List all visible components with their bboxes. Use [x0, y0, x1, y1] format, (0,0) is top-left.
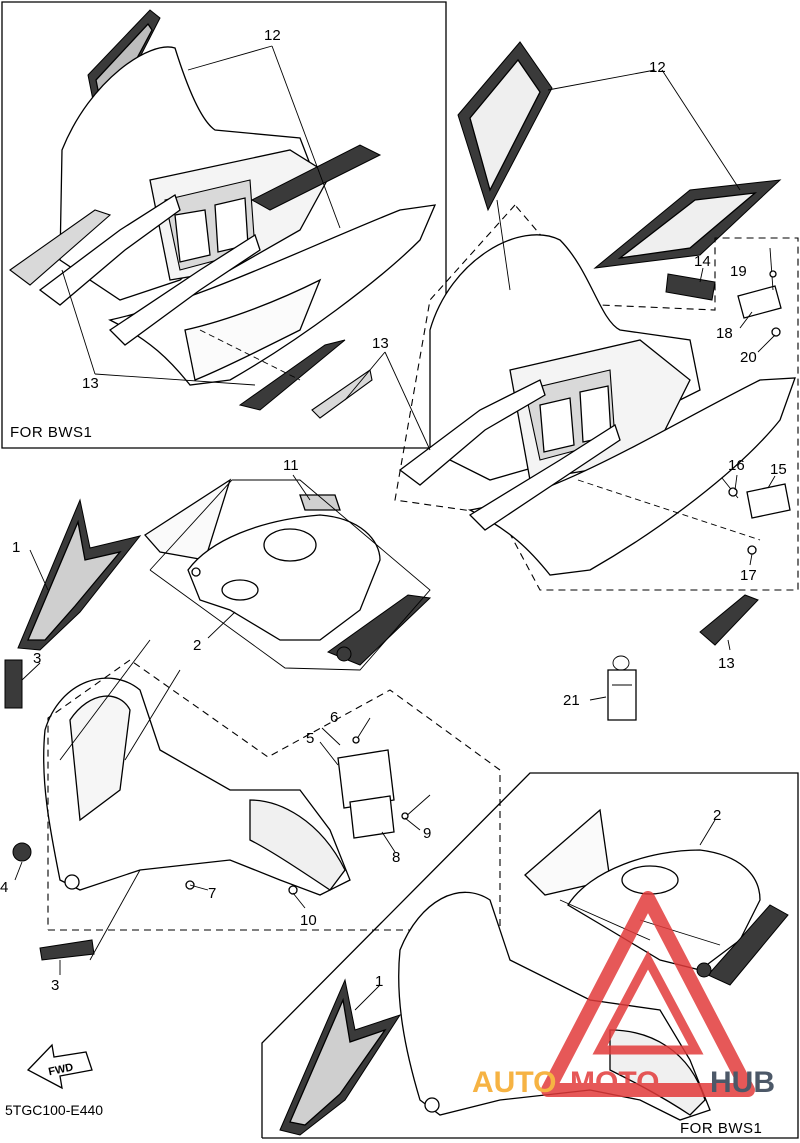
logo-auto-text: AUTO — [472, 1066, 556, 1099]
logo-inner-triangle-icon — [592, 950, 704, 1055]
callout-16: 16 — [728, 457, 745, 474]
callout-9: 9 — [423, 825, 431, 842]
rear-fender-group — [311, 41, 799, 651]
caption-top: FOR BWS1 — [10, 424, 92, 441]
callout-20: 20 — [740, 349, 757, 366]
callout-13: 13 — [718, 655, 735, 672]
callout-19: 19 — [730, 263, 747, 280]
logo-hub-text: HUB — [710, 1066, 775, 1099]
logo-triangle-icon — [541, 891, 755, 1097]
callout-13: 13 — [372, 335, 389, 352]
callout-21: 21 — [563, 692, 580, 709]
callout-6: 6 — [330, 709, 338, 726]
callout-11: 11 — [283, 457, 299, 474]
rear-fender-bws1-group — [1, 1, 447, 449]
callout-7: 7 — [208, 885, 216, 902]
callout-5: 5 — [306, 730, 314, 747]
callout-3: 3 — [33, 650, 41, 667]
automotohub-logo: AUTO MOTO HUB — [472, 891, 775, 1099]
callout-12: 12 — [264, 27, 281, 44]
diagram-code: 5TGC100-E440 — [5, 1102, 103, 1118]
tag-label — [589, 655, 637, 721]
fwd-label: FWD — [47, 1061, 74, 1078]
callout-2: 2 — [193, 637, 201, 654]
callout-17: 17 — [740, 567, 757, 584]
callout-18: 18 — [716, 325, 733, 342]
front-fender-bws1-group — [261, 772, 799, 1139]
callout-numbers: 12 13 12 14 19 18 20 13 16 15 17 13 11 1… — [0, 27, 787, 994]
fwd-arrow-icon — [26, 1043, 93, 1090]
callout-4: 4 — [0, 879, 8, 896]
callout-13: 13 — [82, 375, 99, 392]
callout-15: 15 — [770, 461, 787, 478]
callout-2: 2 — [713, 807, 721, 824]
callout-8: 8 — [392, 849, 400, 866]
callout-1: 1 — [375, 973, 383, 990]
callout-14: 14 — [694, 253, 711, 270]
logo-moto-text: MOTO — [570, 1066, 659, 1099]
front-fender-group — [4, 498, 501, 975]
callout-1: 1 — [12, 539, 20, 556]
callout-12: 12 — [649, 59, 666, 76]
front-cover-group — [144, 474, 432, 671]
caption-bottom: FOR BWS1 — [680, 1120, 762, 1137]
callout-10: 10 — [300, 912, 317, 929]
callout-3: 3 — [51, 977, 59, 994]
